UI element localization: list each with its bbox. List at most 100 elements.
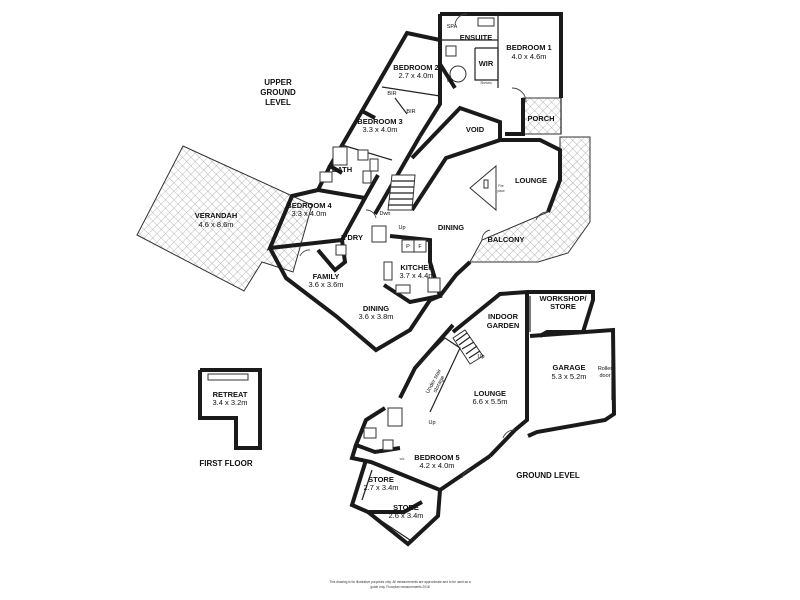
first-floor [198,368,262,450]
bathtub [332,146,348,166]
garage-size: 5.3 x 5.2m [551,372,586,381]
wc-label: w/c [400,457,405,461]
spiral-stair [449,65,467,83]
kitchen-sink [395,284,411,294]
garage-label: GARAGE [553,363,586,372]
stairs-ground [452,329,484,365]
laundry-tub [371,225,387,243]
fireplace-label-1: Fire [498,184,504,188]
dining-lower-size: 3.6 x 3.8m [358,312,393,321]
dining-upper-label: DINING [438,223,464,232]
up-garden-label: Up [477,354,484,360]
bedroom5-walls [349,444,492,493]
laundry-sink [335,244,347,256]
up-spiral-label: up [447,78,453,84]
lounge-upper-label: LOUNGE [515,176,547,185]
wir-label: WIR [479,59,494,68]
fireplace-hearth [469,164,497,212]
roller-door-label-2: door [599,373,610,379]
level-upper-line2: GROUND [260,88,296,97]
kitchen-bench-left [383,261,393,281]
bedroom1-walls [440,12,563,98]
labels: UPPER GROUND LEVEL FIRST FLOOR GROUND LE… [195,24,613,589]
garage-walls [527,327,617,438]
void-label: VOID [466,125,485,134]
stairs-upper [387,174,416,211]
level-ground: GROUND LEVEL [516,471,580,480]
bedroom4-door [365,209,377,219]
basin-ground [382,439,394,451]
spa-curve [454,13,468,25]
retreat-label: RETREAT [213,390,248,399]
verandah-size: 4.6 x 8.6m [198,220,233,229]
basin-upper [319,171,333,183]
bedroom1-size: 4.0 x 4.6m [511,52,546,61]
fireplace-label-2: place [497,189,505,193]
bedroom2-east-wall [418,64,442,138]
bedroom2-label: BEDROOM 2 [393,63,438,72]
bedroom2-size: 2.7 x 4.0m [398,71,433,80]
ground-level [349,289,617,547]
level-upper-line3: LEVEL [265,98,291,107]
store2-size: 2.6 x 3.4m [388,511,423,520]
up-lounge-label: Up [428,420,435,426]
family-dining-walls [268,247,432,353]
lounge-ground-walls [398,323,455,399]
porch-label: PORCH [527,114,554,123]
store1-shelf [361,469,373,501]
balcony-label: BALCONY [487,235,524,244]
balcony-door [481,229,491,241]
workshop-label-1: WORKSHOP/ [539,294,587,303]
bir-divider [394,97,408,115]
l-cupboard-2 [362,170,372,184]
roller-door-label-1: Roller [598,366,613,372]
bedroom1-door-swing [511,87,527,103]
lounge-door [535,211,549,221]
lounge-outer-walls [500,138,562,213]
indoor-garden-label-2: GARDEN [487,321,520,330]
under-stair-text: Under stair storage [425,368,446,395]
bedroom5-label: BEDROOM 5 [414,453,459,462]
family-door [299,249,311,257]
level-upper-line1: UPPER [264,78,292,87]
porch-walls [505,98,525,136]
retreat-size: 3.4 x 3.2m [212,398,247,407]
up-dining-label: Up [398,225,405,231]
store1-label: STORE [368,475,394,484]
vanity [477,17,495,27]
hallway-wall [373,135,422,215]
pantry-label: P [406,244,410,250]
retreat-walls [198,368,262,450]
shower-ground [387,407,403,427]
dining-lower-label: DINING [363,304,389,313]
kitchen-size: 3.7 x 4.4m [399,271,434,280]
bir2-label: BIR [406,109,415,115]
fireplace-box [483,179,489,189]
bedroom1-label: BEDROOM 1 [506,43,551,52]
level-first-floor: FIRST FLOOR [199,459,253,468]
family-size: 3.6 x 3.6m [308,280,343,289]
verandah-deck [136,145,313,292]
upper-ground-level [136,12,591,353]
lounge-ground-south-wall [488,338,529,458]
bedroom3-size: 3.3 x 4.0m [362,125,397,134]
lounge-ground-size: 6.6 x 5.5m [472,397,507,406]
indoor-garden-walls [451,289,529,338]
store2-label: STORE [393,503,419,512]
store2-walls [366,489,442,547]
workshop-label-2: STORE [550,302,576,311]
fridge-box [413,239,427,253]
workshop-walls [527,290,595,338]
lounge-ground-label: LOUNGE [474,389,506,398]
void-walls [410,105,502,212]
bedroom2-walls [359,30,441,120]
porch-deck [522,97,562,135]
toilet-ground [363,427,377,439]
bedroom5-door [461,469,471,479]
disclaimer-line2: guide only. Floorplan measurements 2018 [370,585,430,589]
store1-size: 2.7 x 3.4m [363,483,398,492]
disclaimer-line1: This drawing is for illustrative purpose… [329,580,471,584]
kitchen-cooktop [427,277,441,293]
lounge-ground-door [502,429,516,439]
